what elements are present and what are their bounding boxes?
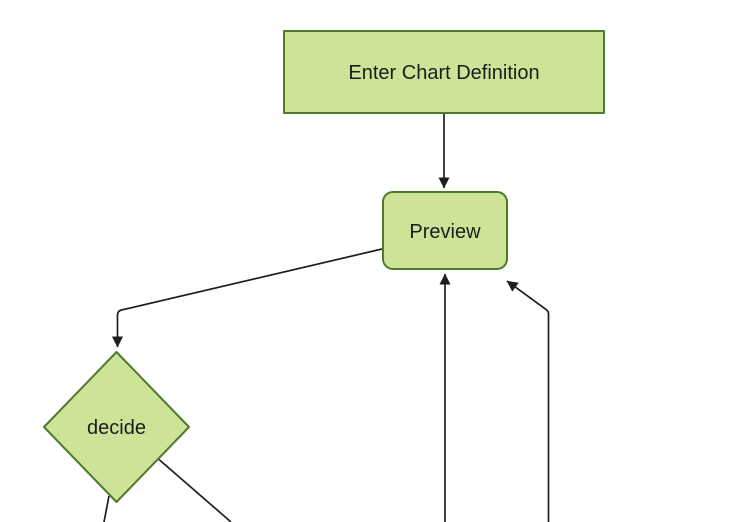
edge-group — [103, 114, 550, 522]
edge-decide-to-offscreen-left — [103, 495, 110, 522]
decide-label: decide — [87, 417, 146, 439]
decide-diamond — [43, 351, 190, 503]
edge-offscreen-right-to-preview — [506, 280, 550, 522]
edge-preview-to-decide — [112, 248, 383, 348]
preview-rect — [382, 191, 508, 270]
preview-label: Preview — [409, 221, 481, 243]
edge-decide-to-offscreen-right — [158, 458, 232, 522]
enter-chart-definition-rect — [283, 30, 605, 114]
enter-chart-definition-label: Enter Chart Definition — [348, 62, 539, 84]
node-preview: Preview — [382, 191, 508, 270]
node-enter-chart-definition: Enter Chart Definition — [283, 30, 605, 114]
node-decide: decide — [43, 351, 190, 503]
